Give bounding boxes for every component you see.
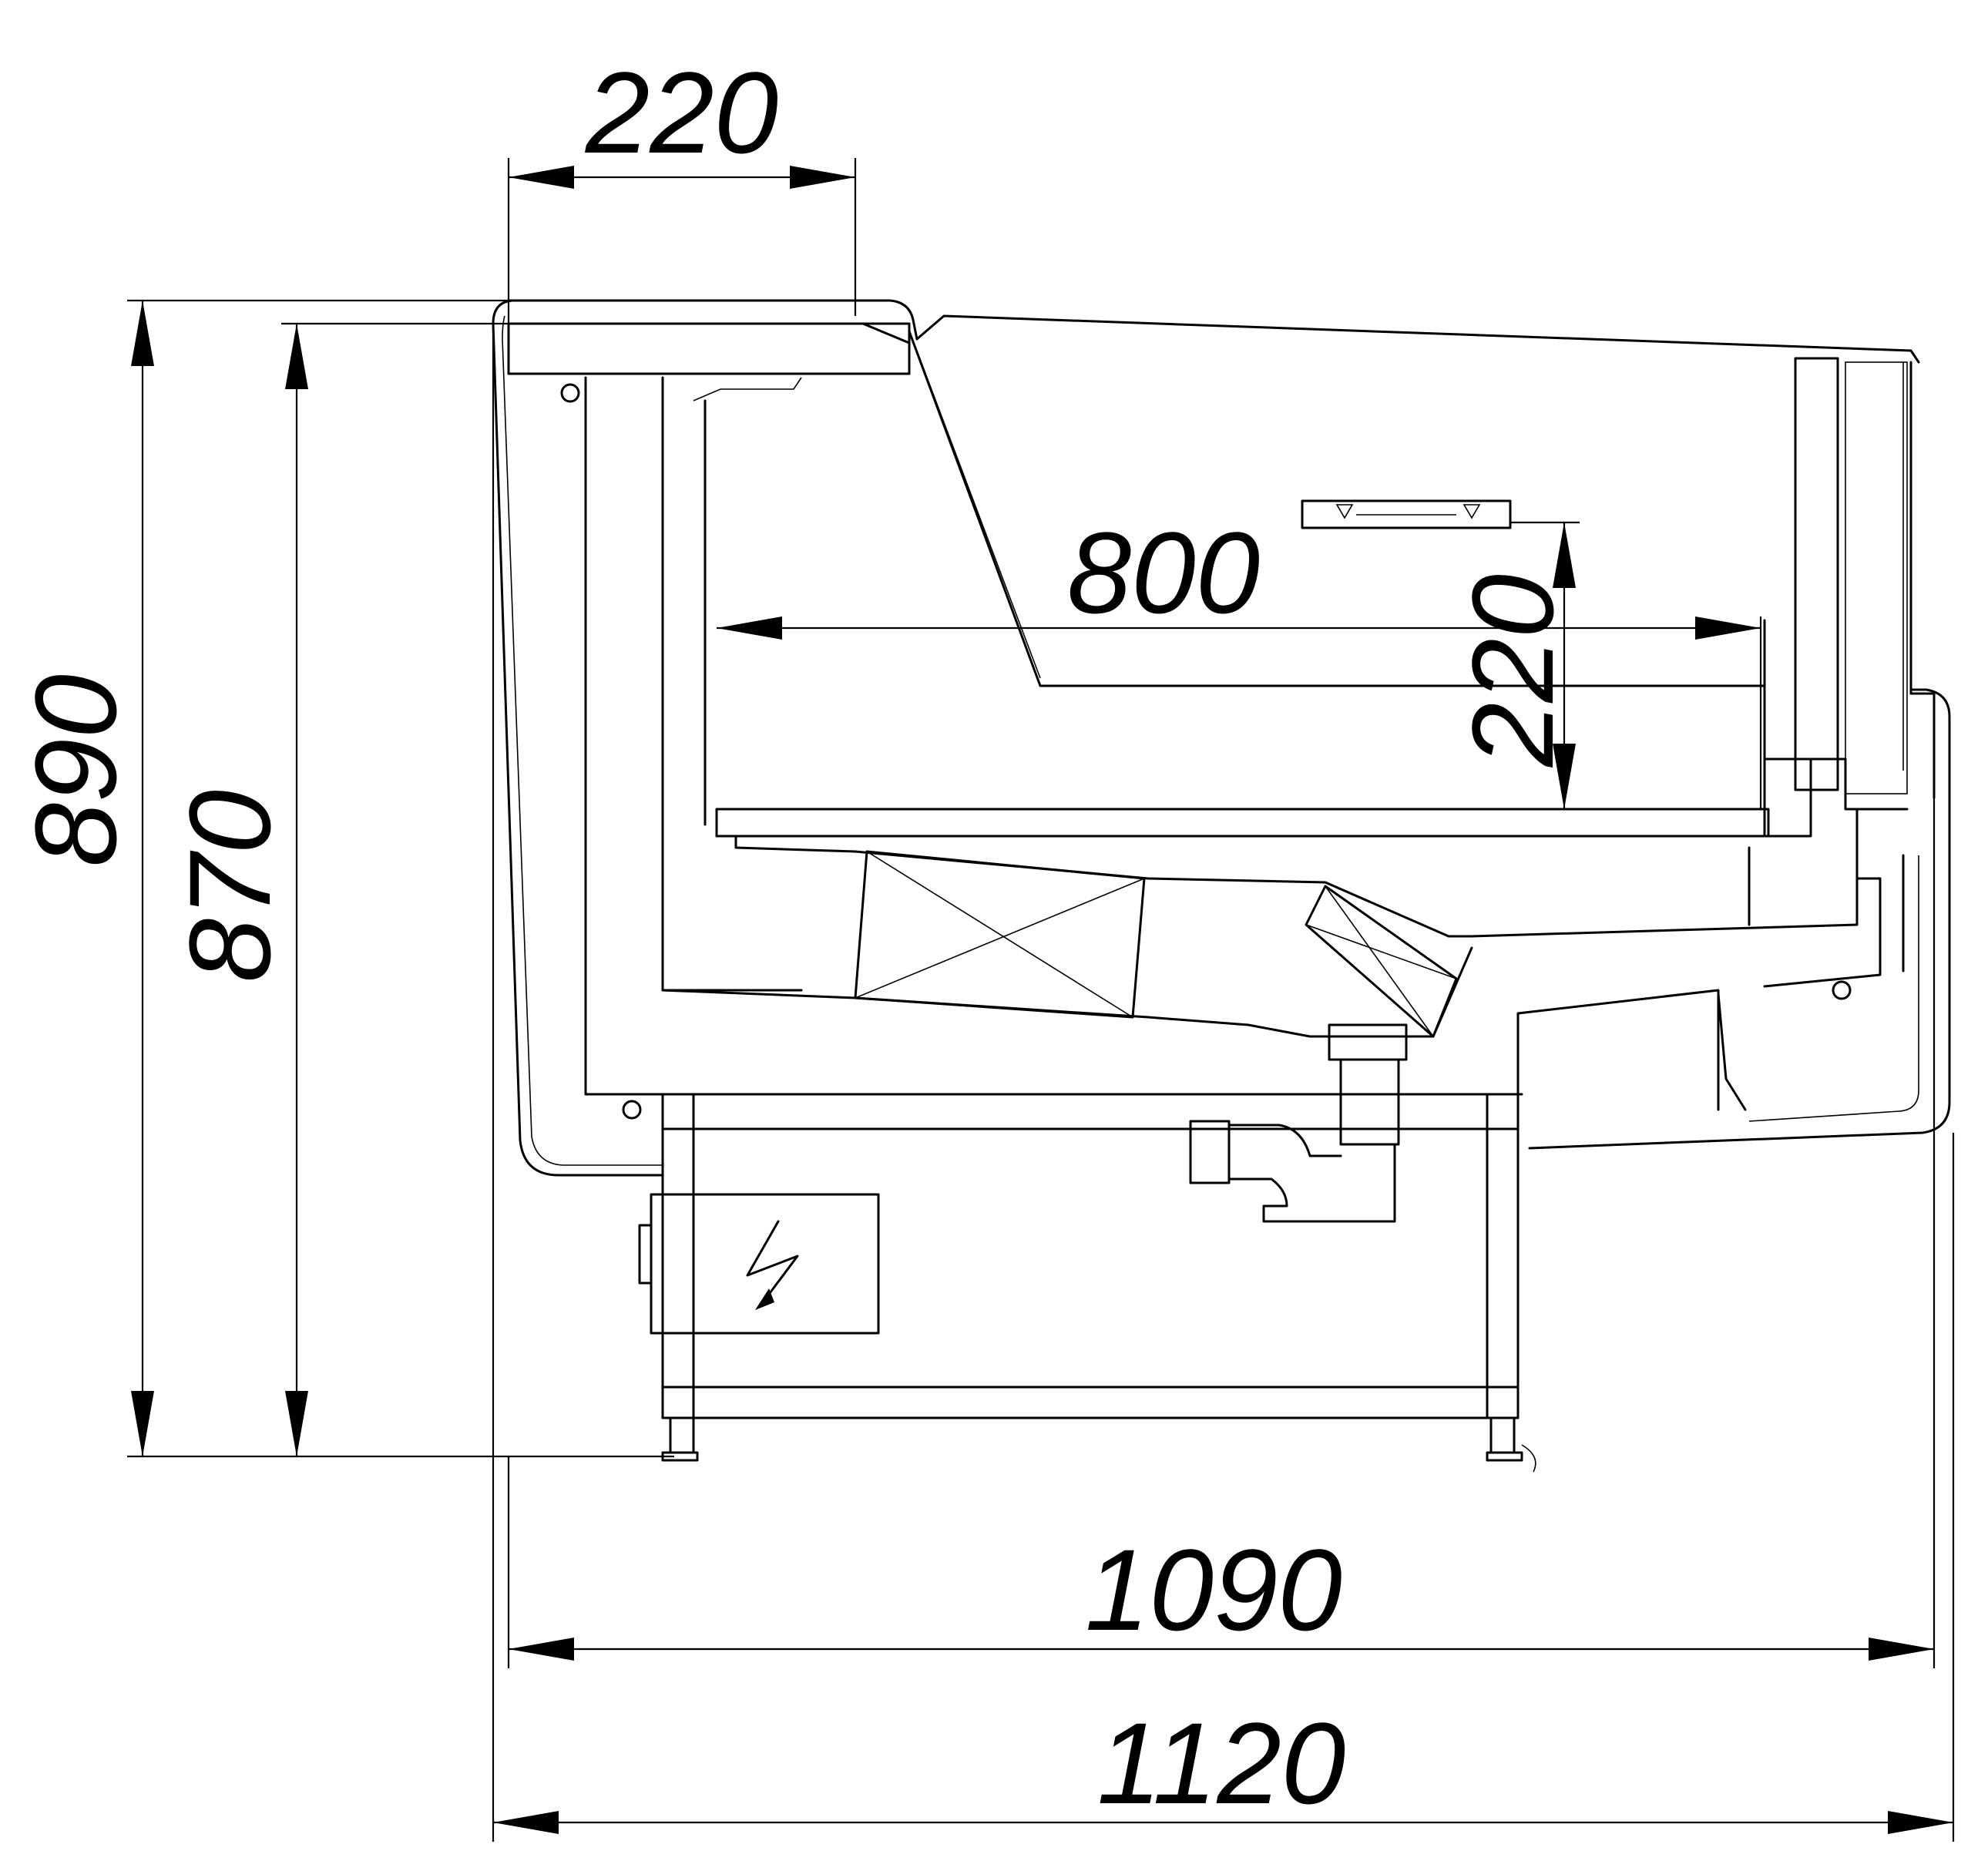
dim-total-width-label: 1120 [1097,1698,1346,1828]
price-rail [1301,499,1512,529]
dim-top-shelf-width-label: 220 [585,48,778,177]
dim-tray-depth: 220 [1448,521,1580,809]
drain-siphon [1189,1023,1408,1223]
evaporator-coil [854,850,1146,1019]
dim-top-shelf-width: 220 [507,48,857,324]
lightning-bolt-icon [746,1220,799,1310]
dim-total-height-label: 890 [11,674,140,867]
dim-counter-height-label: 870 [165,790,294,983]
fixing-bolts [560,383,1852,1120]
cabinet-body [492,299,1951,1177]
dim-counter-height: 870 [165,322,509,1456]
dim-body-width: 1090 [507,798,1936,1668]
fan-unit [1305,885,1458,1038]
dim-body-width-label: 1090 [1085,1525,1342,1654]
base-stand [661,1093,1536,1473]
dim-tray-length: 800 [717,508,1762,809]
electrical-box [638,1193,880,1335]
dim-tray-length-label: 800 [1067,508,1260,637]
dim-total-width: 1120 [492,324,1955,1842]
dim-tray-depth-label: 220 [1448,574,1577,768]
dim-total-height: 890 [11,299,674,1458]
